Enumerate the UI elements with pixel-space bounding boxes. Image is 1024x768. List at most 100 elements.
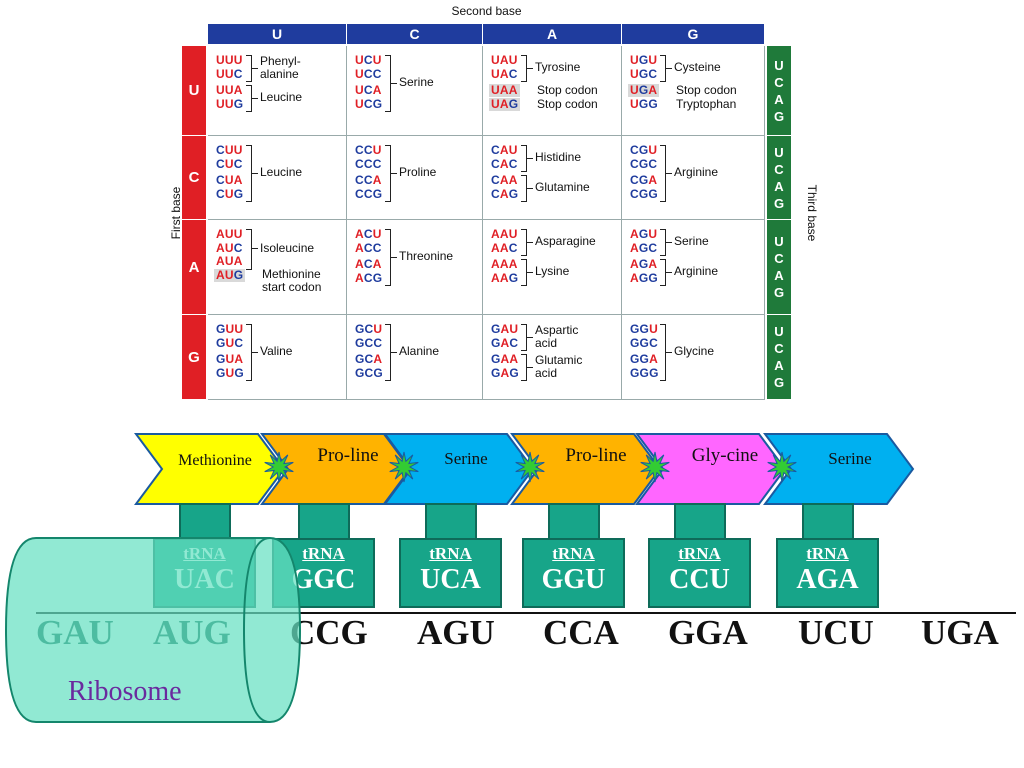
codon-bracket [246, 55, 252, 82]
codon-bracket [246, 85, 252, 112]
codon: CAU [491, 143, 518, 157]
codon-bracket [246, 324, 252, 381]
codon: CCC [355, 156, 382, 171]
codon: AUA [216, 254, 243, 268]
amino-acid-label: Methionine start codon [262, 266, 322, 294]
row-header-u: U [182, 46, 206, 135]
codon-bracket [385, 324, 391, 381]
bracket-tick [252, 172, 258, 174]
bracket-tick [252, 97, 258, 99]
codon: UCG [355, 96, 383, 111]
codon: AGU [630, 227, 658, 241]
mrna-codon: AUG [153, 613, 231, 652]
mrna-codon: UGA [921, 613, 999, 652]
codon: AGA [630, 257, 658, 271]
codon: GUC [216, 335, 244, 350]
trna-anticodon: UCA [420, 564, 481, 595]
trna-stalk [674, 503, 726, 541]
peptide-bond-star-icon [640, 451, 670, 483]
codon: CCG [355, 186, 383, 201]
amino-acid-label: Leucine [260, 165, 303, 179]
codon-bracket [385, 229, 391, 286]
codon-cell [483, 136, 622, 220]
amino-acid-label: Cysteine [674, 60, 721, 74]
amino-acid-label: Stop codon [676, 83, 737, 97]
peptide-bond-star-icon [767, 451, 797, 483]
codon-bracket [660, 145, 666, 202]
trna-label: tRNA [429, 544, 472, 563]
codon-bracket [660, 55, 666, 82]
codon: AAA [491, 257, 518, 271]
column-header-g: G [622, 24, 764, 44]
third-base-letter: G [773, 108, 785, 124]
codon-bracket [660, 259, 666, 286]
third-base-letter: C [774, 161, 784, 177]
amino-acid-arrow [763, 433, 915, 505]
bracket-tick [252, 351, 258, 353]
amino-acid-label: Phenyl- alanine [260, 53, 301, 81]
codon: GCG [355, 365, 383, 380]
codon: UGG [630, 96, 658, 111]
amino-acid-label: Asparagine [535, 234, 596, 248]
codon-bracket [521, 354, 527, 381]
mrna-codon: UCU [798, 613, 874, 652]
codon: GUG [216, 365, 244, 380]
bracket-tick [666, 351, 672, 353]
bracket-tick [666, 241, 672, 243]
codon: GGG [630, 365, 659, 380]
amino-acid-arrow [635, 433, 787, 505]
bracket-tick [391, 172, 397, 174]
trna-anticodon: CCU [669, 564, 730, 595]
bracket-tick [666, 271, 672, 273]
trna-anticodon: AGA [796, 564, 859, 595]
codon: GAA [491, 352, 519, 366]
codon: CUU [216, 143, 243, 157]
codon-bracket [521, 259, 527, 286]
codon: UUC [216, 66, 243, 81]
codon: UGU [630, 53, 658, 67]
third-base-letter: U [774, 234, 784, 249]
codon: AAG [491, 270, 519, 285]
codon: GCA [355, 352, 383, 366]
third-base-letter: A [774, 268, 784, 283]
amino-acid-arrow [510, 433, 662, 505]
peptide-bond-star-icon [389, 451, 419, 483]
row-header-c: C [182, 136, 206, 219]
codon: ACG [355, 270, 383, 285]
bracket-tick [527, 366, 533, 368]
third-base-letter: C [774, 251, 784, 266]
codon: AAU [491, 227, 518, 241]
trna-anticodon: UAC [174, 564, 235, 595]
codon: GGC [630, 335, 658, 350]
bracket-tick [527, 187, 533, 189]
codon: ACU [355, 227, 382, 241]
codon: UAC [491, 66, 518, 81]
amino-acid-name: Serine [828, 449, 871, 468]
amino-acid-label: Glycine [674, 344, 715, 358]
codon: CUC [216, 156, 243, 171]
bracket-tick [666, 172, 672, 174]
third-base-letter: G [773, 195, 785, 211]
third-base-letter: U [774, 57, 784, 73]
mrna-codon: CCA [543, 613, 619, 652]
amino-acid-name: Serine [444, 449, 487, 468]
amino-acid-label: Serine [674, 234, 709, 248]
third-base-letter: U [774, 324, 784, 339]
trna-label: tRNA [678, 544, 721, 563]
codon: CAA [491, 173, 518, 187]
codon: UAG [489, 96, 521, 111]
peptide-bond-star-icon [264, 451, 294, 483]
ribosome-label: Ribosome [68, 676, 182, 707]
codon-cell [208, 46, 347, 136]
codon: AGC [630, 240, 658, 255]
amino-acid-label: Arginine [674, 165, 719, 179]
codon: CCU [355, 143, 382, 157]
codon: UUG [216, 96, 244, 111]
codon: CGG [630, 186, 658, 201]
third-base-letter: C [774, 74, 784, 90]
